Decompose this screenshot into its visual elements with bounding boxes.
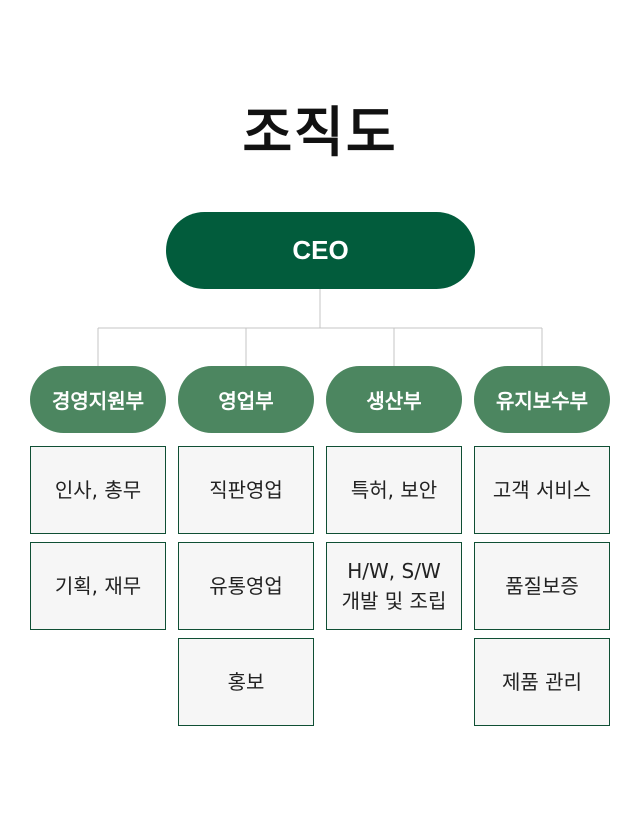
team-box: 홍보	[178, 638, 314, 726]
dept-production: 생산부	[326, 366, 462, 433]
team-box: 인사, 총무	[30, 446, 166, 534]
team-box: H/W, S/W 개발 및 조립	[326, 542, 462, 630]
team-box: 유통영업	[178, 542, 314, 630]
dept-management-support: 경영지원부	[30, 366, 166, 433]
team-box: 특허, 보안	[326, 446, 462, 534]
team-box: 제품 관리	[474, 638, 610, 726]
chart-title: 조직도	[242, 101, 398, 164]
team-box-line: H/W, S/W	[347, 559, 441, 583]
team-box: 직판영업	[178, 446, 314, 534]
team-box-line: 개발 및 조립	[341, 589, 447, 613]
dept-maintenance: 유지보수부	[474, 366, 610, 433]
team-box: 고객 서비스	[474, 446, 610, 534]
dept-sales: 영업부	[178, 366, 314, 433]
ceo-node: CEO	[166, 212, 475, 289]
team-box: 기획, 재무	[30, 542, 166, 630]
team-box: 품질보증	[474, 542, 610, 630]
